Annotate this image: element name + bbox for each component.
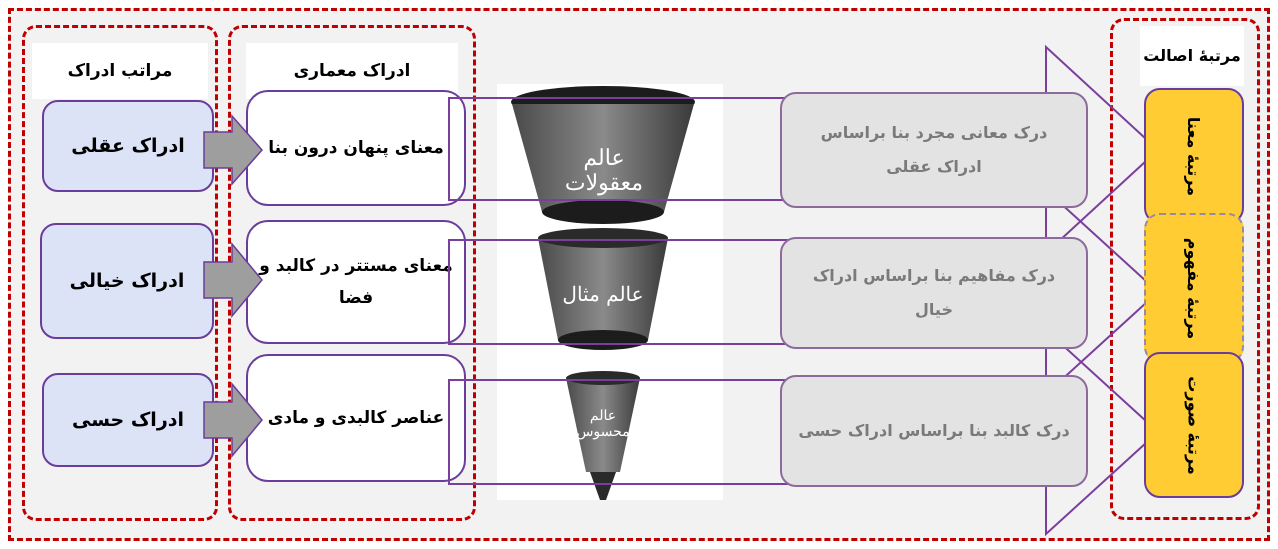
funnel-tier-sensory-rim (566, 371, 640, 385)
outline-arrow-concept (448, 187, 1160, 397)
originality-header-text: مرتبۀ اصالت (1143, 45, 1241, 65)
originality-concept: مرتبۀ مفهوم (1144, 213, 1244, 363)
funnel-tier-imaginal-rim (538, 228, 668, 248)
arrow-imaginal (203, 241, 263, 319)
funnel-tip (590, 472, 616, 500)
originality-form: مرتبۀ صورت (1144, 352, 1244, 498)
world-imaginal-label: عالم مثال (562, 282, 644, 306)
originality-header: مرتبۀ اصالت (1140, 26, 1244, 86)
description-imaginal: درک مفاهیم بنا براساس ادراک خیال (780, 237, 1088, 349)
architectural-item-hidden-meaning: معنای پنهان درون بنا (246, 90, 466, 206)
outline-arrow-form (448, 327, 1160, 537)
perception-item-imaginal: ادراک خیالی (40, 223, 214, 339)
architectural-item-implicit-meaning: معنای مستتر در کالبد و فضا (246, 220, 466, 344)
funnel-tier-imaginal (538, 238, 668, 340)
originality-column (1110, 18, 1260, 520)
funnel-tier-intellectual-base (542, 200, 664, 224)
funnel-tier-sensory (566, 378, 640, 472)
perception-levels-header: مراتب ادراک (32, 43, 208, 99)
outline-arrow-meaning (448, 44, 1160, 256)
funnel-tier-imaginal-base (558, 330, 648, 350)
funnel-tier-intellectual (512, 104, 694, 212)
originality-meaning: مرتبۀ معنا (1144, 88, 1244, 224)
world-sensory-label: عالم محسوس (576, 408, 630, 440)
world-intellectual-label: عالم معقولات (564, 146, 644, 196)
architectural-perception-header: ادراک معماری (246, 43, 458, 99)
originality-meaning-label: مرتبۀ معنا (1184, 116, 1204, 196)
description-sensory: درک کالبد بنا براساس ادراک حسی (780, 375, 1088, 487)
arrow-intellectual (203, 114, 264, 186)
description-intellectual: درک معانی مجرد بنا براساس ادراک عقلی (780, 92, 1088, 208)
arrow-sensory (203, 381, 263, 459)
originality-form-label: مرتبۀ صورت (1184, 375, 1204, 475)
perception-item-sensory: ادراک حسی (42, 373, 214, 467)
originality-concept-label: مرتبۀ مفهوم (1184, 237, 1204, 339)
architectural-item-physical-elements: عناصر کالبدی و مادی (246, 354, 466, 482)
